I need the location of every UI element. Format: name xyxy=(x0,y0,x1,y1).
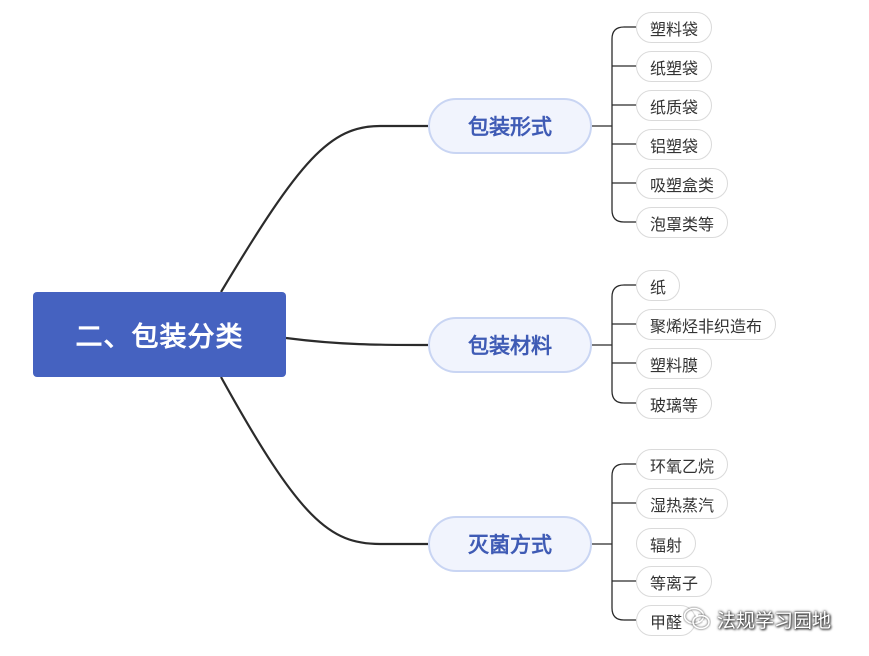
link-root-branch-1 xyxy=(220,124,428,293)
leaf-node[interactable]: 纸 xyxy=(636,270,681,301)
leaf-node[interactable]: 湿热蒸汽 xyxy=(636,488,729,519)
leaf-node[interactable]: 辐射 xyxy=(636,528,697,559)
branch-node-packaging-form[interactable]: 包装形式 xyxy=(428,98,592,154)
leaf-node[interactable]: 等离子 xyxy=(636,566,713,597)
bracket-branch-3 xyxy=(592,463,636,621)
leaf-node[interactable]: 纸塑袋 xyxy=(636,51,713,82)
watermark-text: 法规学习园地 xyxy=(717,609,832,632)
leaf-node[interactable]: 塑料袋 xyxy=(636,12,713,43)
leaf-node[interactable]: 铝塑袋 xyxy=(636,129,713,160)
watermark: 法规学习园地 xyxy=(683,605,831,633)
link-root-branch-3 xyxy=(220,376,428,546)
leaf-node[interactable]: 聚烯烃非织造布 xyxy=(636,309,777,340)
bracket-branch-1 xyxy=(592,26,636,223)
leaf-node[interactable]: 纸质袋 xyxy=(636,90,713,121)
leaf-node[interactable]: 环氧乙烷 xyxy=(636,449,729,480)
leaf-node[interactable]: 塑料膜 xyxy=(636,348,713,379)
leaf-node[interactable]: 泡罩类等 xyxy=(636,207,729,238)
wechat-icon xyxy=(683,607,710,630)
leaf-node[interactable]: 玻璃等 xyxy=(636,388,713,419)
bracket-branch-2 xyxy=(592,284,636,404)
root-node[interactable]: 二、包装分类 xyxy=(33,292,286,377)
branch-node-packaging-material[interactable]: 包装材料 xyxy=(428,317,592,373)
branch-node-sterilization-method[interactable]: 灭菌方式 xyxy=(428,516,592,572)
leaf-node[interactable]: 吸塑盒类 xyxy=(636,168,729,199)
link-root-branch-2 xyxy=(285,336,429,347)
